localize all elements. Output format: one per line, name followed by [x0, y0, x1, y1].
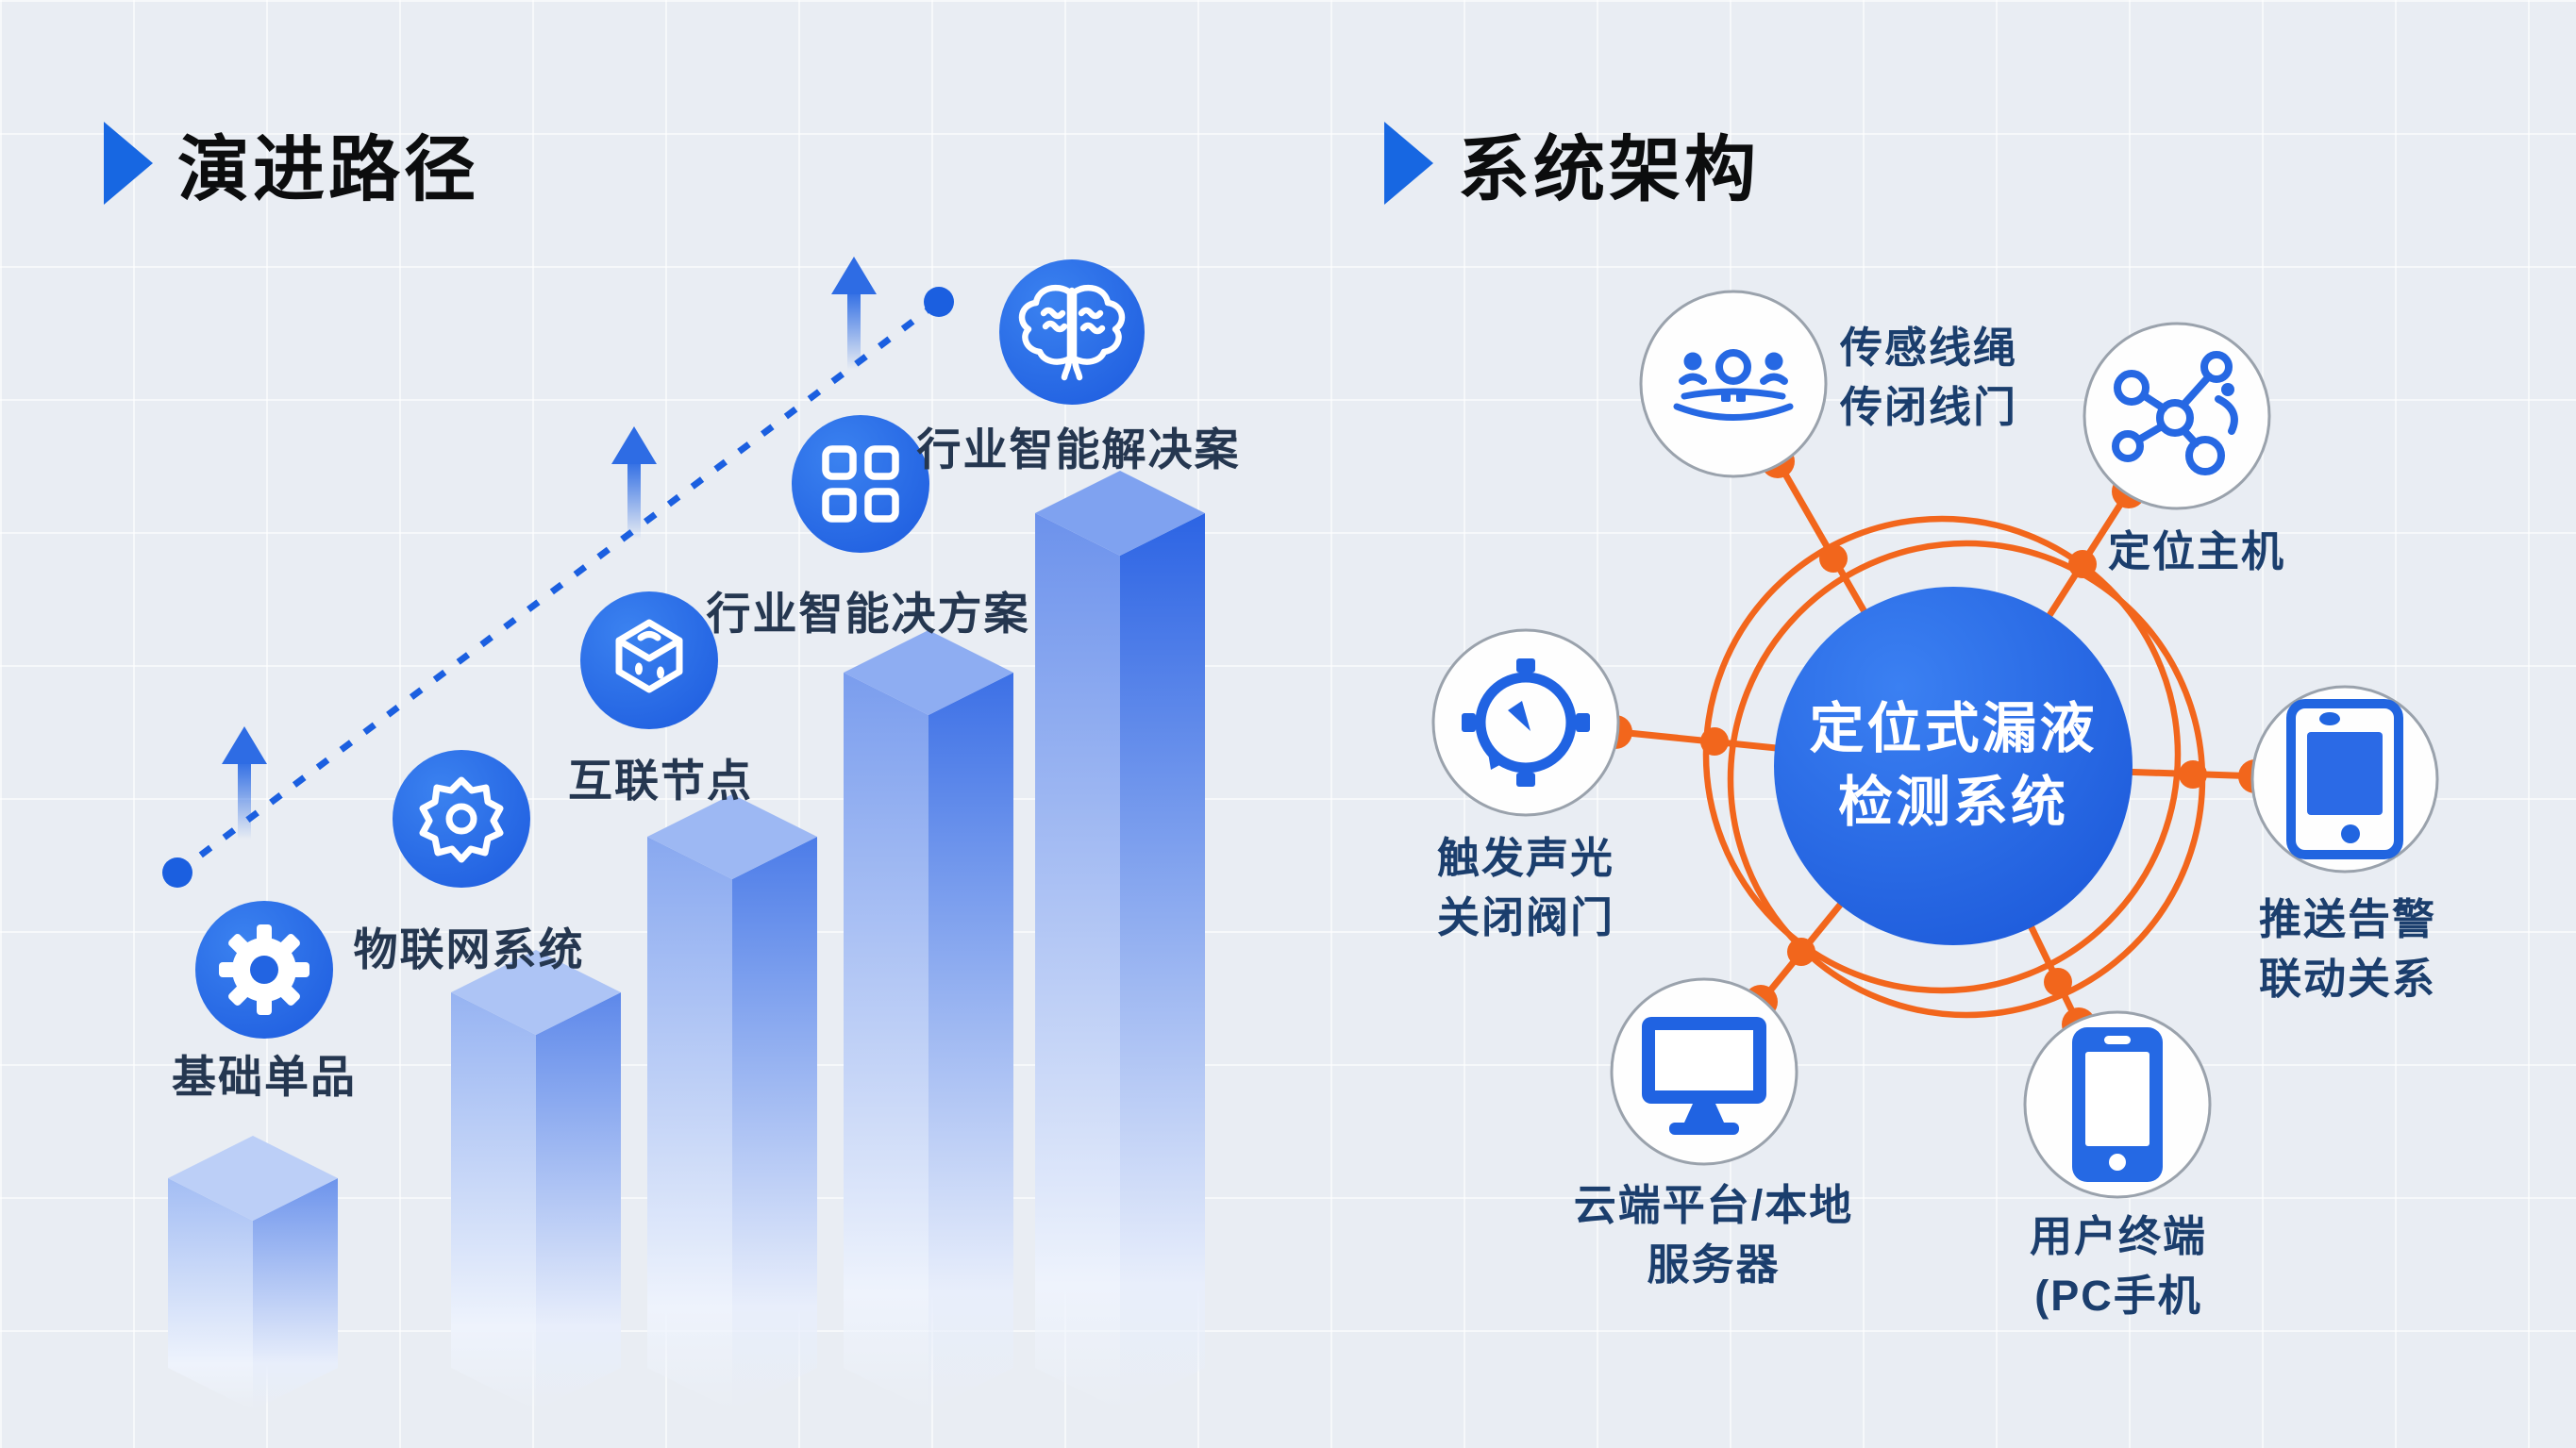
evolution-path-chart	[162, 257, 1205, 1410]
stage-badge	[195, 901, 333, 1039]
node-label-positioning-host: 定位主机	[2107, 527, 2286, 575]
up-arrow-icon	[611, 426, 657, 540]
trend-start-dot	[162, 857, 192, 888]
satellite-node	[2023, 1010, 2212, 1199]
stage-label-1: 基础单品	[172, 1052, 357, 1102]
satellite-node	[2250, 685, 2439, 874]
up-arrow-icon	[831, 257, 877, 370]
trend-dashed-line	[162, 287, 954, 888]
node-label-trigger-alarm: 触发声光 关闭阀门	[1436, 834, 1615, 941]
gear-outline-icon	[419, 776, 504, 863]
grid-apps-icon	[822, 445, 899, 523]
monitor-icon	[1642, 1017, 1766, 1135]
left-panel-title: 演进路径	[104, 111, 479, 215]
bar-stage-4	[844, 630, 1013, 1410]
up-arrow-icon	[222, 726, 267, 840]
central-hub-circle	[1774, 587, 2133, 945]
alarm-gauge-icon	[1462, 658, 1590, 787]
triangle-right-icon	[104, 122, 153, 205]
satellite-node	[2083, 322, 2271, 510]
people-group-icon	[1673, 349, 1794, 421]
box-node-icon	[615, 619, 683, 693]
stage-label-2: 物联网系统	[353, 924, 585, 974]
bar-stage-5	[1035, 471, 1205, 1410]
smartphone-icon	[2072, 1027, 2163, 1182]
satellite-node	[1639, 290, 1828, 478]
stage-label-5: 行业智能解决案	[916, 424, 1241, 474]
network-nodes-icon	[2112, 351, 2238, 475]
right-title-text: 系统架构	[1458, 130, 1760, 210]
stage-badge	[580, 591, 718, 729]
bar-stage-3	[647, 794, 817, 1410]
node-label-user-terminal: 用户终端 (PC手机	[2029, 1212, 2208, 1320]
left-title-text: 演进路径	[177, 130, 479, 210]
tablet-icon	[2286, 699, 2403, 859]
stage-badge	[792, 415, 929, 553]
central-hub-label: 定位式漏液 检测系统	[1809, 698, 2098, 833]
node-label-cloud-platform: 云端平台/本地 服务器	[1573, 1181, 1854, 1289]
brain-icon	[1018, 284, 1126, 381]
triangle-right-icon	[1384, 122, 1433, 205]
stage-badge	[393, 750, 530, 888]
node-label-push-alerts: 推送告警 联动关系	[2258, 895, 2437, 1003]
bar-stage-1	[168, 1136, 338, 1410]
stage-badge	[999, 259, 1145, 405]
node-label-sensor-rope: 传感线绳 传闭线门	[1840, 324, 2018, 431]
satellite-node	[1610, 977, 1798, 1166]
gear-solid-icon	[219, 924, 309, 1015]
bar-stage-2	[451, 950, 621, 1410]
stage-label-3: 互联节点	[568, 756, 753, 806]
system-architecture-diagram	[1431, 290, 2439, 1199]
satellite-node	[1431, 628, 1620, 817]
trend-end-dot	[924, 287, 954, 317]
stage-label-4: 行业智能决方案	[706, 589, 1030, 639]
right-panel-title: 系统架构	[1384, 111, 1760, 215]
